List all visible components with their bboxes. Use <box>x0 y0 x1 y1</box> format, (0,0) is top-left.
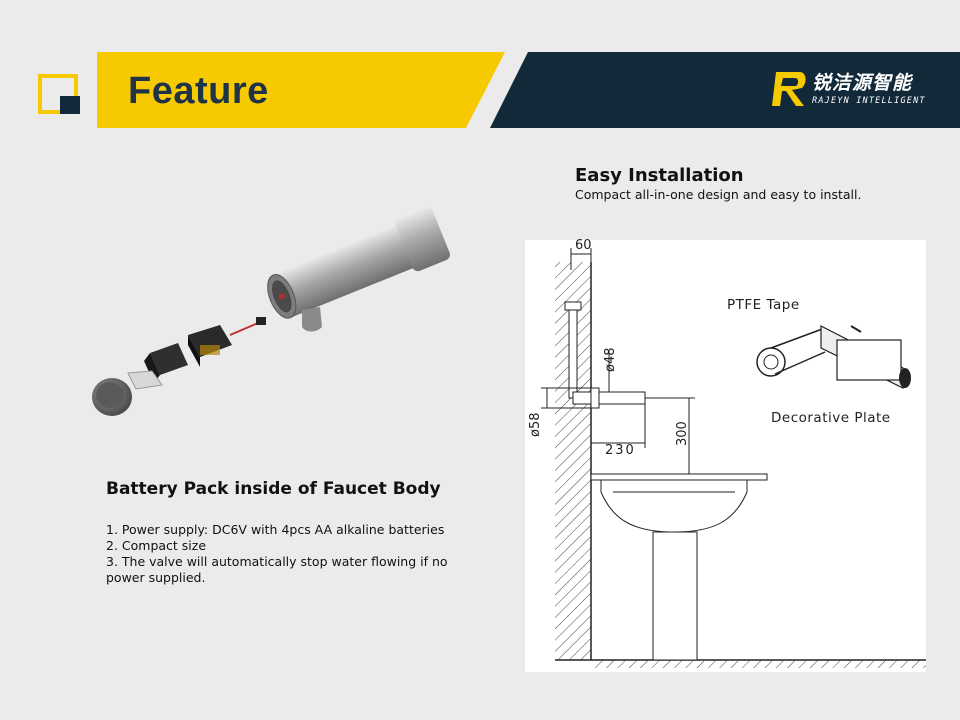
header-banner <box>38 52 960 128</box>
corner-logo-icon <box>38 74 80 114</box>
brand-logo-icon <box>772 72 806 106</box>
installation-diagram <box>525 240 926 672</box>
wire <box>229 322 259 336</box>
feature-item: 3. The valve will automatically stop wat… <box>106 554 448 585</box>
decorative-plate-label: Decorative Plate <box>771 410 891 426</box>
dim-diameter-plate-label: ø58 <box>528 412 543 438</box>
faucet-detail <box>756 325 911 389</box>
battery-holder <box>188 325 232 367</box>
faucet-body <box>267 207 450 319</box>
dim-230-label: 230 <box>605 443 636 458</box>
easy-installation-heading: Easy Installation <box>575 165 744 186</box>
dim-300-label: 300 <box>675 421 690 446</box>
mounting-bracket <box>127 343 188 390</box>
dim-diameter-spout-label: ø48 <box>603 347 618 373</box>
basin <box>600 479 748 533</box>
battery-pack-heading: Battery Pack inside of Faucet Body <box>106 479 441 499</box>
easy-installation-text: Compact all-in-one design and easy to in… <box>575 187 862 202</box>
dim-60-label: 60 <box>575 238 592 253</box>
feature-list: 1. Power supply: DC6V with 4pcs AA alkal… <box>106 522 466 586</box>
spout-outlet <box>302 307 322 332</box>
ptfe-tape-label: PTFE Tape <box>727 297 800 313</box>
end-cap <box>92 378 132 416</box>
faucet-exploded-illustration <box>92 207 450 416</box>
page-title: Feature <box>128 70 269 112</box>
navy-band <box>490 52 960 128</box>
brand-name-cn: 锐洁源智能 <box>812 72 913 94</box>
feature-item: 2. Compact size <box>106 538 207 553</box>
installation-drawing <box>541 248 926 668</box>
feature-item: 1. Power supply: DC6V with 4pcs AA alkal… <box>106 522 445 537</box>
yellow-band <box>97 52 505 128</box>
pedestal <box>652 531 698 661</box>
countertop <box>590 473 768 481</box>
brand-name-en: RAJEYN INTELLIGENT <box>812 96 926 106</box>
